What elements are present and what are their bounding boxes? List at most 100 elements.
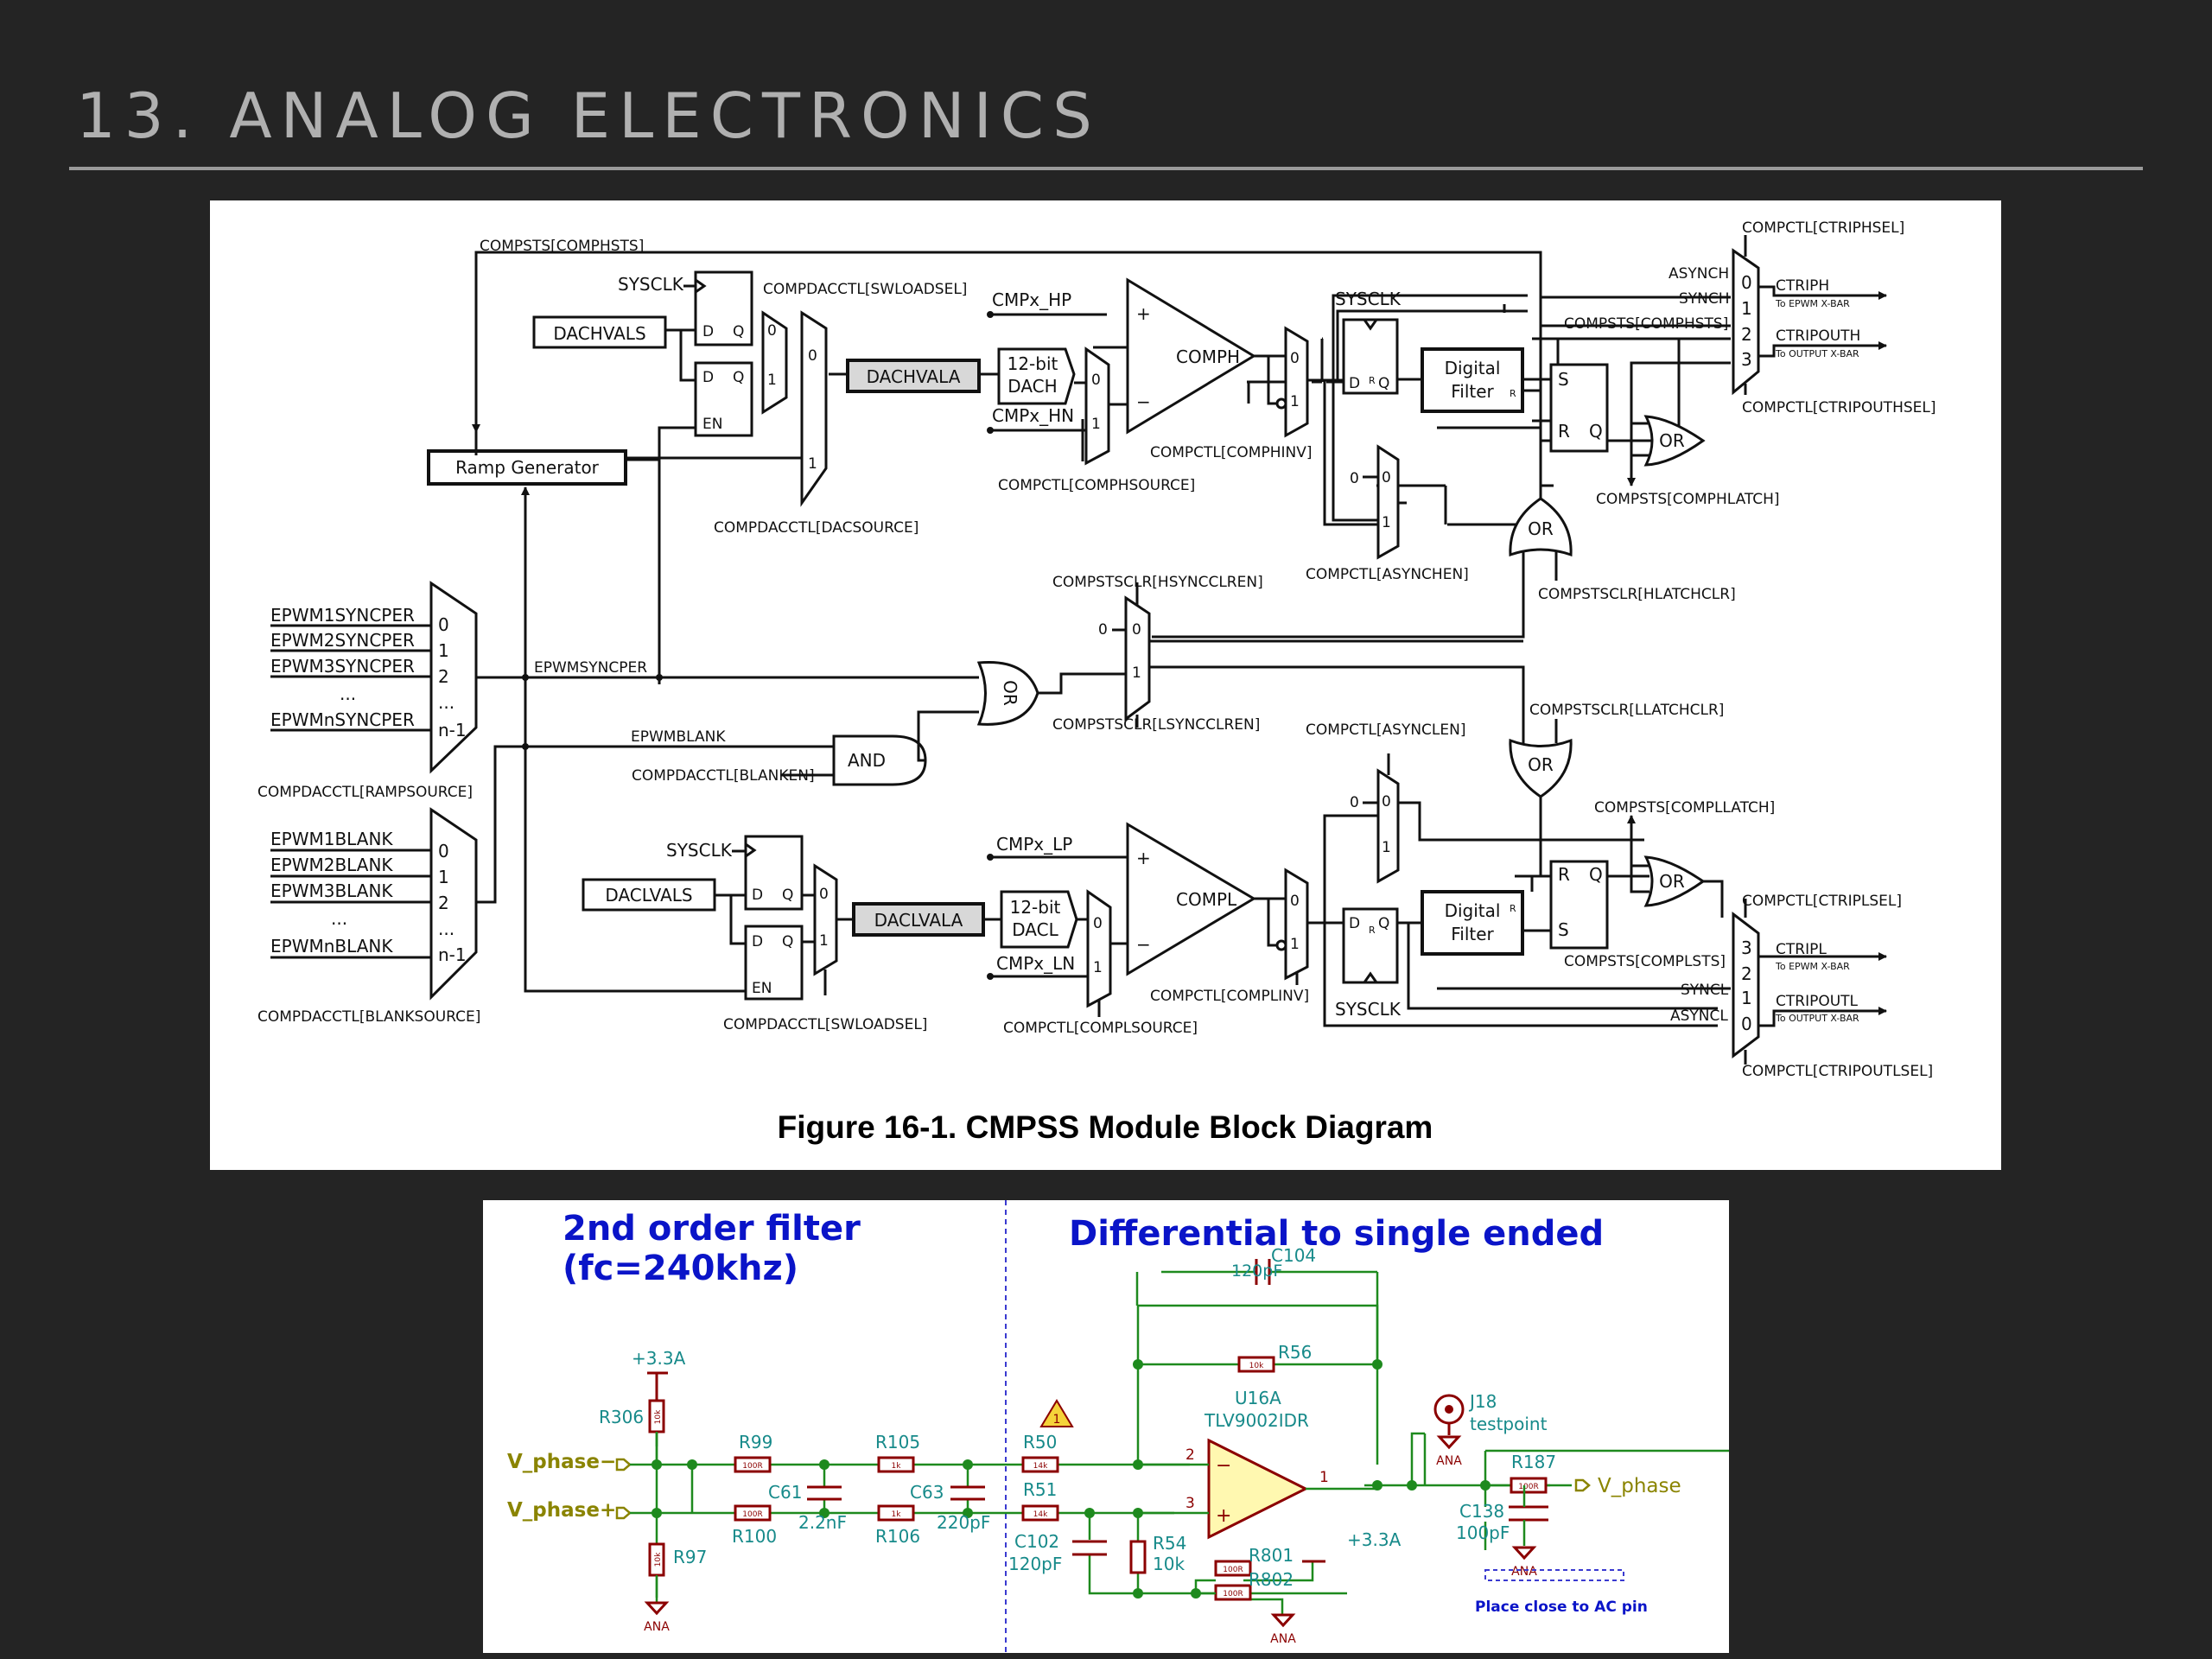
label-epwm1blank: EPWM1BLANK: [270, 829, 393, 849]
daclvals-latch-bottom: D Q EN: [744, 925, 804, 1001]
port-v-phase-plus: V_phase+: [507, 1499, 616, 1522]
svg-text:ANA: ANA: [1270, 1632, 1296, 1646]
label-ctripoutl: CTRIPOUTL: [1776, 993, 1859, 1010]
label-compctl-asynclen: COMPCTL[ASYNCLEN]: [1306, 721, 1465, 739]
mux-asynchen-high: 0 1: [1376, 444, 1400, 560]
svg-text:+: +: [1136, 848, 1151, 868]
label-epwm1syncper: EPWM1SYNCPER: [270, 605, 415, 626]
label-compdacctl-swloadsel-top: COMPDACCTL[SWLOADSEL]: [763, 281, 967, 298]
svg-text:1: 1: [1290, 393, 1300, 410]
svg-text:0: 0: [1741, 272, 1752, 293]
svg-text:1: 1: [1132, 664, 1141, 682]
svg-text:3: 3: [1741, 349, 1752, 370]
mux-hsyncclren-const: 0: [1098, 621, 1108, 639]
ramp-generator: Ramp Generator: [427, 449, 627, 486]
label-epwmblank: EPWMBLANK: [631, 728, 726, 746]
dachvals-latch-bottom: D Q EN: [694, 361, 753, 437]
resistor-r187: 100R R187: [1510, 1452, 1556, 1494]
svg-text:+: +: [1216, 1505, 1231, 1527]
svg-text:100R: 100R: [742, 1462, 762, 1471]
svg-text:J18: J18: [1468, 1391, 1497, 1412]
svg-text:2: 2: [438, 666, 449, 687]
svg-text:0: 0: [1290, 350, 1300, 367]
svg-text:120pF: 120pF: [1231, 1262, 1282, 1281]
label-compdacctl-swloadsel-bottom: COMPDACCTL[SWLOADSEL]: [723, 1016, 927, 1033]
svg-text:Ramp Generator: Ramp Generator: [455, 457, 600, 478]
svg-text:AND: AND: [848, 750, 886, 771]
daclvals-latch-top: D Q: [744, 835, 804, 911]
label-ctripoutl-dest: To OUTPUT X-BAR: [1775, 1013, 1859, 1024]
label-cmpx-lp: CMPx_LP: [996, 834, 1072, 855]
label-asynch: ASYNCH: [1669, 265, 1729, 283]
section-title-filter-1: 2nd order filter: [563, 1209, 861, 1249]
svg-text:0: 0: [808, 347, 817, 365]
label-compstsclr-llatchclr: COMPSTSCLR[LLATCHCLR]: [1529, 702, 1724, 719]
svg-text:1: 1: [1290, 936, 1300, 953]
svg-text:D: D: [1349, 915, 1360, 932]
mux-complsource: 0 1: [1086, 889, 1112, 1008]
svg-text:OR: OR: [1659, 430, 1685, 451]
svg-text:S: S: [1558, 919, 1569, 940]
resistor-r99: 100R R99: [734, 1432, 772, 1473]
capacitor-c63: C63 220pF: [910, 1482, 990, 1533]
svg-text:0: 0: [1382, 793, 1391, 810]
svg-text:−: −: [1136, 934, 1151, 955]
svg-text:Q: Q: [782, 887, 793, 904]
svg-text:C138: C138: [1459, 1501, 1504, 1522]
resistor-r306: 10k R306: [599, 1399, 665, 1433]
label-syncl: SYNCL: [1681, 982, 1729, 999]
label-compctl-ctripoutlsel: COMPCTL[CTRIPOUTLSEL]: [1742, 1063, 1933, 1080]
mux-swload-high: 0 1: [761, 310, 788, 415]
dachvals-latch-top: D Q: [694, 270, 753, 346]
svg-text:D: D: [1349, 375, 1360, 392]
schematic-svg: 2nd order filter (fc=240khz) Differentia…: [507, 1200, 1729, 1653]
label-epwmnblank: EPWMnBLANK: [270, 936, 393, 957]
svg-text:1: 1: [1093, 959, 1103, 976]
label-ctriph-dest: To EPWM X-BAR: [1775, 298, 1850, 309]
svg-text:R105: R105: [875, 1432, 920, 1452]
svg-text:R50: R50: [1023, 1432, 1057, 1452]
label-compctl-asynchen: COMPCTL[ASYNCHEN]: [1306, 566, 1469, 583]
port-v-phase-minus: V_phase−: [507, 1451, 616, 1473]
svg-text:2: 2: [1741, 324, 1752, 345]
label-compctl-comphinv: COMPCTL[COMPHINV]: [1150, 444, 1312, 461]
label-compstsclr-hlatchclr: COMPSTSCLR[HLATCHCLR]: [1538, 586, 1736, 603]
svg-text:C61: C61: [768, 1482, 802, 1503]
dachvala-text: DACHVALA: [867, 366, 961, 387]
capacitor-c104: 120pF C104: [1231, 1245, 1316, 1285]
svg-text:Q: Q: [1589, 421, 1603, 442]
svg-text:R801: R801: [1249, 1545, 1294, 1566]
resistor-r802: 100R R802: [1214, 1569, 1294, 1601]
svg-text:Filter: Filter: [1451, 924, 1494, 944]
svg-text:testpoint: testpoint: [1470, 1414, 1548, 1434]
svg-text:Digital: Digital: [1445, 900, 1501, 921]
svg-text:R187: R187: [1511, 1452, 1556, 1472]
svg-text:Q: Q: [1378, 375, 1389, 392]
svg-text:D: D: [702, 323, 714, 340]
svg-text:12-bit: 12-bit: [1007, 353, 1058, 374]
svg-text:EN: EN: [752, 980, 772, 997]
svg-text:2: 2: [438, 893, 449, 913]
svg-text:R: R: [1510, 388, 1516, 399]
svg-text:14k: 14k: [1033, 1510, 1048, 1519]
section-title-diff: Differential to single ended: [1069, 1214, 1604, 1254]
svg-text:2: 2: [1185, 1446, 1195, 1464]
svg-text:1: 1: [808, 455, 817, 473]
label-asyncl: ASYNCL: [1670, 1007, 1728, 1025]
label-compdacctl-blanken: COMPDACCTL[BLANKEN]: [632, 767, 815, 785]
svg-text:1: 1: [1319, 1469, 1329, 1486]
svg-text:...: ...: [438, 692, 454, 713]
svg-text:S: S: [1558, 369, 1569, 390]
mux-complinv: 0 1: [1275, 868, 1309, 981]
label-compsts-comphlatch: COMPSTS[COMPHLATCH]: [1596, 491, 1780, 508]
dacl-block: 12-bit DACL: [1000, 890, 1078, 949]
label-epwmnsyncper: EPWMnSYNCPER: [270, 709, 415, 730]
svg-text:n-1: n-1: [438, 720, 467, 741]
daclvals-block: [582, 878, 716, 912]
resistor-r51: 14k R51: [1021, 1479, 1059, 1522]
label-ctriph: CTRIPH: [1776, 277, 1829, 295]
digital-filter-high: Digital Filter R: [1421, 347, 1524, 413]
label-ctripl-dest: To EPWM X-BAR: [1775, 961, 1850, 972]
label-sysclk-low-ff: SYSCLK: [1335, 999, 1402, 1020]
dach-block: 12-bit DACH: [997, 347, 1076, 405]
